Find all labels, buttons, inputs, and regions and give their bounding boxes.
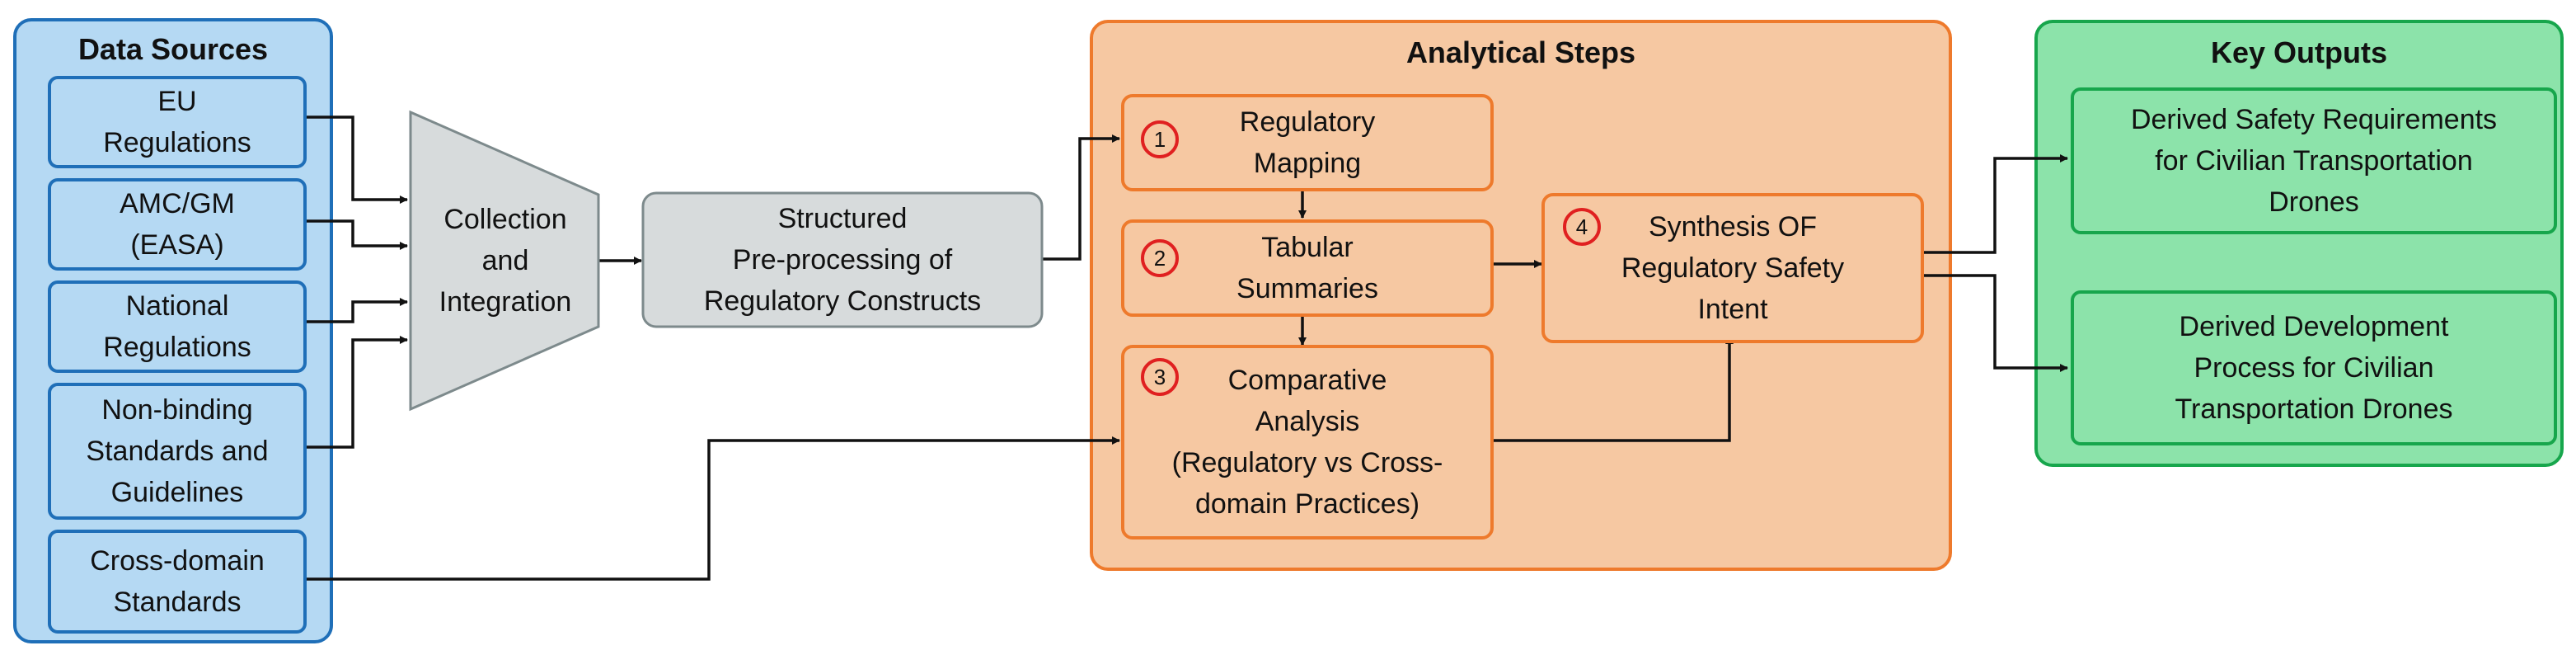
- output-safety-requirements: Derived Safety Requirements for Civilian…: [2071, 87, 2557, 234]
- arrow-preprocessing-to-mapping: [1042, 134, 1120, 261]
- step-4-number-badge: 4: [1563, 208, 1601, 246]
- source-eu-regulations: EU Regulations: [48, 76, 307, 168]
- source-nonbinding-standards: Non-binding Standards and Guidelines: [48, 383, 307, 520]
- output-development-process: Derived Development Process for Civilian…: [2071, 290, 2557, 445]
- arrow-amc-to-collection: [300, 219, 408, 250]
- arrow-synthesis-to-safety: [1917, 154, 2068, 254]
- step-2-number-badge: 2: [1141, 239, 1179, 277]
- collection-integration-label: Collection and Integration: [439, 204, 572, 318]
- arrow-eu-to-collection: [300, 115, 408, 204]
- preprocessing-shape: [641, 191, 1044, 328]
- step-tabular-summaries-label: Tabular Summaries: [1236, 232, 1378, 304]
- step-comparative-analysis-label: Comparative Analysis (Regulatory vs Cros…: [1171, 365, 1443, 520]
- arrow-synthesis-to-development: [1917, 274, 2068, 372]
- step-1-number-badge: 1: [1141, 120, 1179, 158]
- source-crossdomain-standards: Cross-domain Standards: [48, 530, 307, 634]
- source-national-regulations: National Regulations: [48, 280, 307, 373]
- arrow-crossdomain-to-comparative: [300, 436, 1120, 581]
- step-comparative-analysis: Comparative Analysis (Regulatory vs Cros…: [1121, 345, 1494, 540]
- step-synthesis-safety-intent: Synthesis OF Regulatory Safety Intent: [1541, 193, 1924, 343]
- step-synthesis-label: Synthesis OF Regulatory Safety Intent: [1621, 211, 1845, 325]
- data-sources-title: Data Sources: [77, 32, 269, 66]
- collection-trapezoid: [409, 110, 600, 412]
- key-outputs-title: Key Outputs: [2210, 35, 2387, 69]
- step-3-number-badge: 3: [1141, 358, 1179, 396]
- preprocessing-label: Structured Pre-processing of Regulatory …: [703, 203, 982, 317]
- step-regulatory-mapping-label: Regulatory Mapping: [1239, 106, 1376, 179]
- analytical-steps-title: Analytical Steps: [1405, 35, 1636, 69]
- step-tabular-summaries: Tabular Summaries: [1121, 219, 1494, 317]
- arrow-comparative-to-synthesis: [1487, 336, 1734, 442]
- source-amc-gm-easa: AMC/GM (EASA): [48, 178, 307, 271]
- arrow-national-to-collection: [300, 298, 408, 323]
- step-regulatory-mapping: Regulatory Mapping: [1121, 94, 1494, 191]
- arrow-nonbinding-to-collection: [300, 336, 408, 449]
